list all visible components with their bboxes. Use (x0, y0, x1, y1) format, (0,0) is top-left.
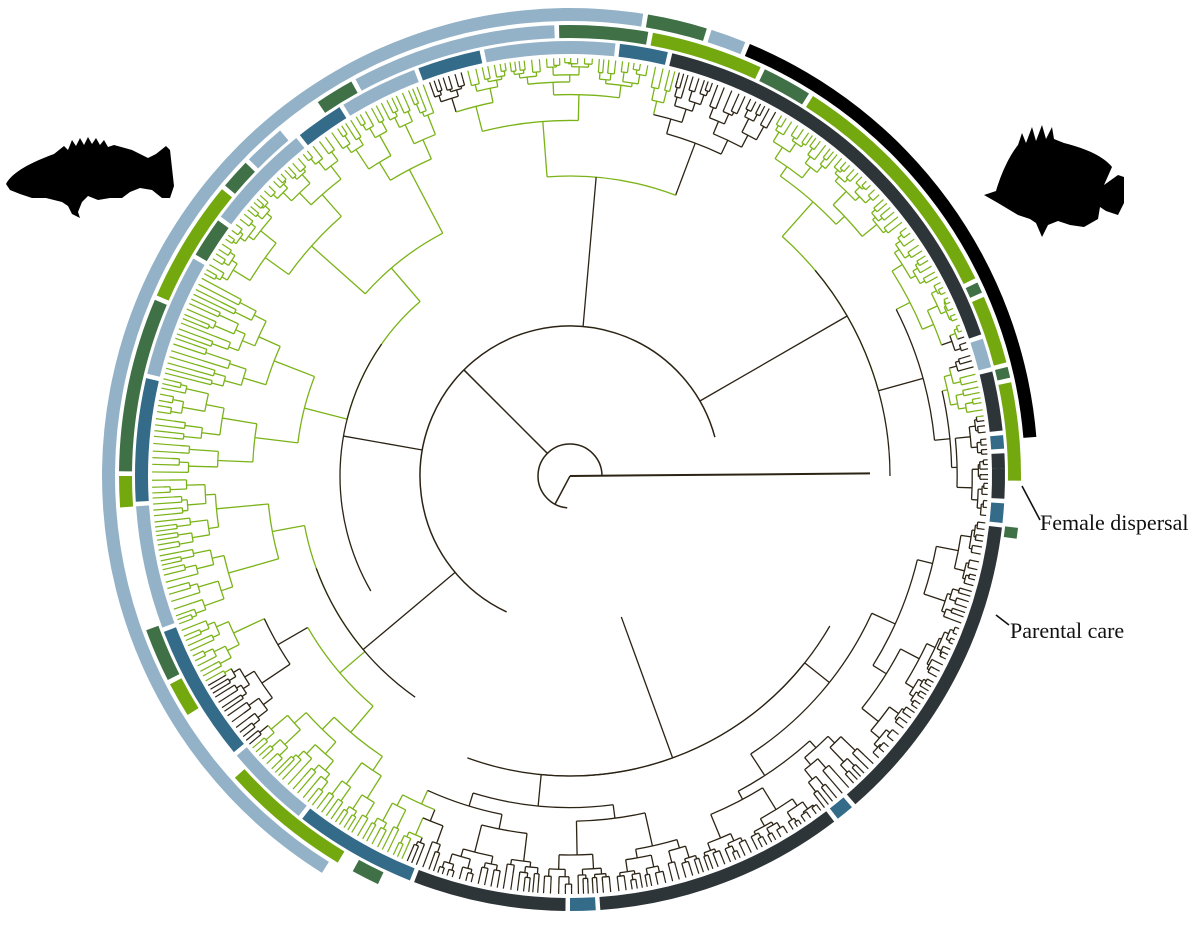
label-leader-lines (995, 485, 1041, 626)
deep-bodied-fish-silhouette-icon (984, 125, 1124, 237)
ring-segment (965, 282, 983, 298)
ring-segment (759, 69, 809, 105)
ring-segment (994, 366, 1011, 381)
phylogenetic-tree (152, 57, 988, 894)
ring-segment (991, 453, 1005, 469)
ring-segment (846, 525, 1002, 805)
ring-segment (195, 220, 229, 262)
ring-segment (599, 811, 835, 910)
ring-segment (989, 502, 1005, 523)
ring-segment (146, 625, 180, 681)
ring-segment (991, 468, 1006, 499)
ring-segment (1003, 526, 1019, 539)
ring-segment (645, 14, 707, 41)
ring-segment (570, 897, 596, 911)
cichlid-silhouette-icon (6, 137, 174, 218)
ring-segment (136, 505, 175, 628)
ring-segment (418, 50, 483, 81)
female-dispersal-leader (1021, 485, 1041, 521)
female-dispersal-label: Female dispersal (1040, 510, 1189, 535)
ring-segment (299, 107, 347, 146)
ring-segment (302, 808, 415, 881)
ring-segment (156, 189, 233, 301)
ring-segment (119, 299, 167, 472)
ring-segment (352, 859, 384, 885)
ring-segment (971, 296, 1007, 366)
ring-segment (355, 25, 555, 91)
ring-segment (236, 747, 307, 816)
ring-segment (998, 382, 1021, 481)
ring-segment (484, 40, 616, 63)
ring-segment (248, 130, 289, 169)
ring-segment (990, 435, 1005, 450)
ring-segment (970, 338, 992, 371)
ring-segment (220, 137, 305, 225)
ring-segment (147, 258, 205, 377)
ring-segment (163, 627, 244, 753)
inner-ring (135, 40, 1006, 911)
outer-ring (101, 8, 1037, 873)
ring-segment (558, 25, 649, 45)
ring-segment (225, 162, 255, 194)
ring-segment (829, 797, 852, 819)
ring-segment (707, 29, 746, 55)
ring-segment (343, 69, 419, 116)
parental-care-leader (995, 614, 1010, 626)
parental-care-label: Parental care (1010, 618, 1125, 643)
ring-segment (618, 43, 668, 65)
ring-segment (169, 678, 199, 715)
ring-segment (234, 769, 345, 863)
ring-segment (119, 476, 134, 508)
ring-segment (979, 371, 1003, 432)
ring-segment (135, 378, 159, 502)
trait-rings (101, 8, 1037, 911)
ring-segment (414, 869, 566, 911)
ring-segment (101, 8, 644, 873)
ring-segment (650, 32, 761, 80)
ring-segment (317, 81, 358, 113)
middle-ring (119, 25, 1021, 885)
ring-segment (805, 96, 976, 284)
